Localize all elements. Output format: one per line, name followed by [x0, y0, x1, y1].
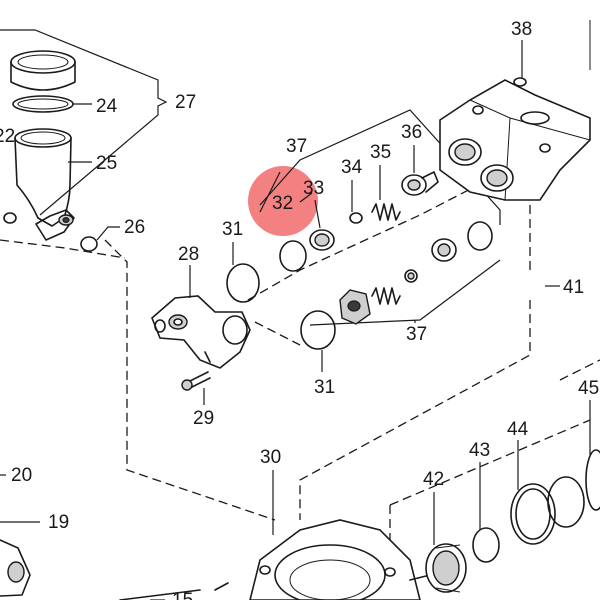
callout-15: 15: [172, 590, 193, 600]
unloader-housing-icon: [151, 295, 251, 391]
callout-24: 24: [96, 96, 118, 117]
callout-26: 26: [124, 217, 145, 238]
highlight-marker: [248, 166, 318, 236]
callout-31-upper: 31: [222, 219, 243, 240]
callout-36: 36: [401, 122, 422, 143]
pump-head-icon: [439, 20, 591, 201]
callout-31-lower: 31: [314, 377, 335, 398]
callout-28: 28: [178, 244, 199, 265]
callout-44: 44: [507, 419, 529, 440]
callout-20: 20: [11, 465, 32, 486]
callout-32: 32: [272, 193, 293, 214]
callout-38: 38: [511, 19, 532, 40]
crankcase-icon: [249, 519, 431, 600]
callout-37-upper: 37: [286, 136, 307, 157]
needle-bearing-icon: [425, 449, 600, 593]
leader-lines: [0, 40, 591, 600]
callout-30: 30: [260, 447, 281, 468]
callout-35: 35: [370, 142, 391, 163]
callout-25: 25: [96, 153, 117, 174]
left-bottom-parts: [0, 539, 229, 600]
assembly-guide-lines: [0, 29, 600, 570]
oil-reservoir-icon: [3, 50, 98, 252]
check-valve-icon: [339, 269, 418, 325]
callout-42: 42: [423, 469, 444, 490]
callout-45: 45: [578, 378, 599, 399]
callout-27: 27: [175, 92, 196, 113]
valve-kit-upper: [309, 171, 493, 262]
callout-37-lower: 37: [406, 324, 427, 345]
callout-19: 19: [48, 512, 69, 533]
callout-22: 22: [0, 126, 15, 147]
callout-33: 33: [303, 178, 324, 199]
callout-41: 41: [563, 277, 584, 298]
callouts: 24 25 26 27 22 37 33 34 35 36 38 32 31 2…: [0, 19, 599, 600]
callout-29: 29: [193, 408, 214, 429]
callout-34: 34: [341, 157, 363, 178]
callout-43: 43: [469, 440, 490, 461]
seal-rings: [226, 240, 336, 350]
